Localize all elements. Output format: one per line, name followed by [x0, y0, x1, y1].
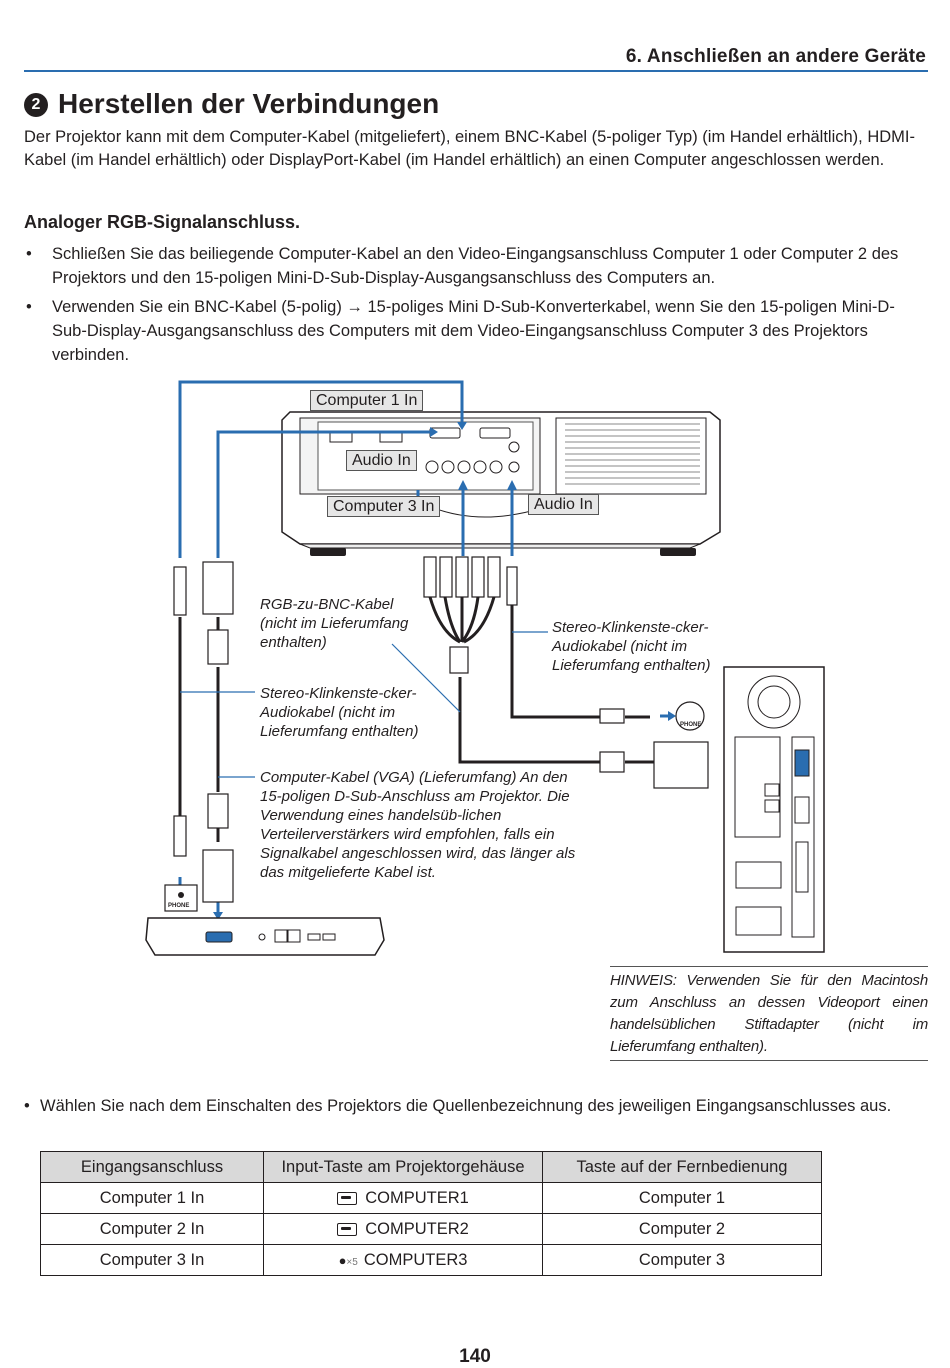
- bnc-port-icon: ●×5: [338, 1252, 358, 1268]
- table-cell: Computer 2: [542, 1213, 822, 1245]
- bullet-text: Schließen Sie das beiliegende Computer-K…: [52, 245, 899, 287]
- choose-source-text: Wählen Sie nach dem Einschalten des Proj…: [40, 1097, 892, 1115]
- table-cell: ●×5 COMPUTER3: [263, 1244, 543, 1276]
- computer-port-icon: [337, 1222, 358, 1236]
- table-cell: COMPUTER2: [263, 1213, 543, 1245]
- table-row: Computer 3 In ●×5 COMPUTER3 Computer 3: [40, 1244, 822, 1276]
- port-label-audio-in-1: Audio In: [346, 450, 417, 471]
- label-stereo-cable-right: Stereo-Klinkenste-cker-Audiokabel (nicht…: [552, 619, 711, 674]
- table-cell: Computer 3: [542, 1244, 822, 1276]
- table-cell-text: COMPUTER3: [363, 1250, 468, 1269]
- intro-paragraph: Der Projektor kann mit dem Computer-Kabe…: [24, 128, 915, 169]
- table-cell: Computer 3 In: [40, 1244, 264, 1276]
- table-cell: Computer 1 In: [40, 1182, 264, 1214]
- computer-port-icon: [337, 1191, 358, 1205]
- desktop-pc-illustration: [723, 666, 825, 953]
- port-label-audio-in-2: Audio In: [528, 494, 599, 515]
- table-row: Computer 2 In COMPUTER2 Computer 2: [40, 1213, 822, 1245]
- table-cell: COMPUTER1: [263, 1182, 543, 1214]
- phone-label-left: PHONE: [168, 903, 190, 909]
- header-rule: [24, 70, 928, 72]
- bullet-text: Verwenden Sie ein BNC-Kabel (5-polig) → …: [52, 298, 895, 364]
- label-vga-cable: Computer-Kabel (VGA) (Lieferumfang) An d…: [260, 769, 576, 881]
- laptop-illustration: [145, 917, 385, 956]
- label-rgb-bnc-cable: RGB-zu-BNC-Kabel (nicht im Lieferumfang …: [260, 596, 409, 651]
- table-header: Taste auf der Fernbedienung: [542, 1151, 822, 1183]
- page-number: 140: [459, 1346, 491, 1367]
- bullet-list: •Schließen Sie das beiliegende Computer-…: [24, 242, 928, 372]
- projector-illustration: [281, 411, 721, 556]
- table-header: Input-Taste am Projektorgehäuse: [263, 1151, 543, 1183]
- table-cell-text: COMPUTER1: [365, 1188, 469, 1207]
- table-header-row: Eingangsanschluss Input-Taste am Projekt…: [40, 1151, 822, 1183]
- phone-label-right: PHONE: [680, 722, 702, 728]
- section-number-badge: 2: [24, 93, 48, 117]
- table-header: Eingangsanschluss: [40, 1151, 264, 1183]
- bnc-icon-count: ×5: [346, 1256, 358, 1268]
- table-row: Computer 1 In COMPUTER1 Computer 1: [40, 1182, 822, 1214]
- input-table: Eingangsanschluss Input-Taste am Projekt…: [40, 1151, 822, 1276]
- bullet-item: •Verwenden Sie ein BNC-Kabel (5-polig) →…: [26, 298, 895, 364]
- hinweis-note: HINWEIS: Verwenden Sie für den Macintosh…: [610, 970, 928, 1061]
- bullet-item: •Schließen Sie das beiliegende Computer-…: [26, 245, 899, 287]
- choose-source-bullet: • Wählen Sie nach dem Einschalten des Pr…: [24, 1095, 928, 1118]
- section-title-text: Herstellen der Verbindungen: [58, 88, 440, 119]
- table-cell-text: COMPUTER2: [365, 1219, 469, 1238]
- port-label-computer3: Computer 3 In: [327, 496, 441, 517]
- chapter-title: 6. Anschließen an andere Geräte: [625, 46, 926, 67]
- table-cell: Computer 2 In: [40, 1213, 264, 1245]
- subsection-title: Analoger RGB-Signalanschluss.: [24, 212, 301, 232]
- note-top-rule: [610, 966, 928, 967]
- port-label-computer1: Computer 1 In: [310, 390, 424, 411]
- label-stereo-cable-left: Stereo-Klinkenste-cker-Audiokabel (nicht…: [260, 685, 419, 740]
- table-cell: Computer 1: [542, 1182, 822, 1214]
- section-title: 2 Herstellen der Verbindungen: [24, 88, 439, 120]
